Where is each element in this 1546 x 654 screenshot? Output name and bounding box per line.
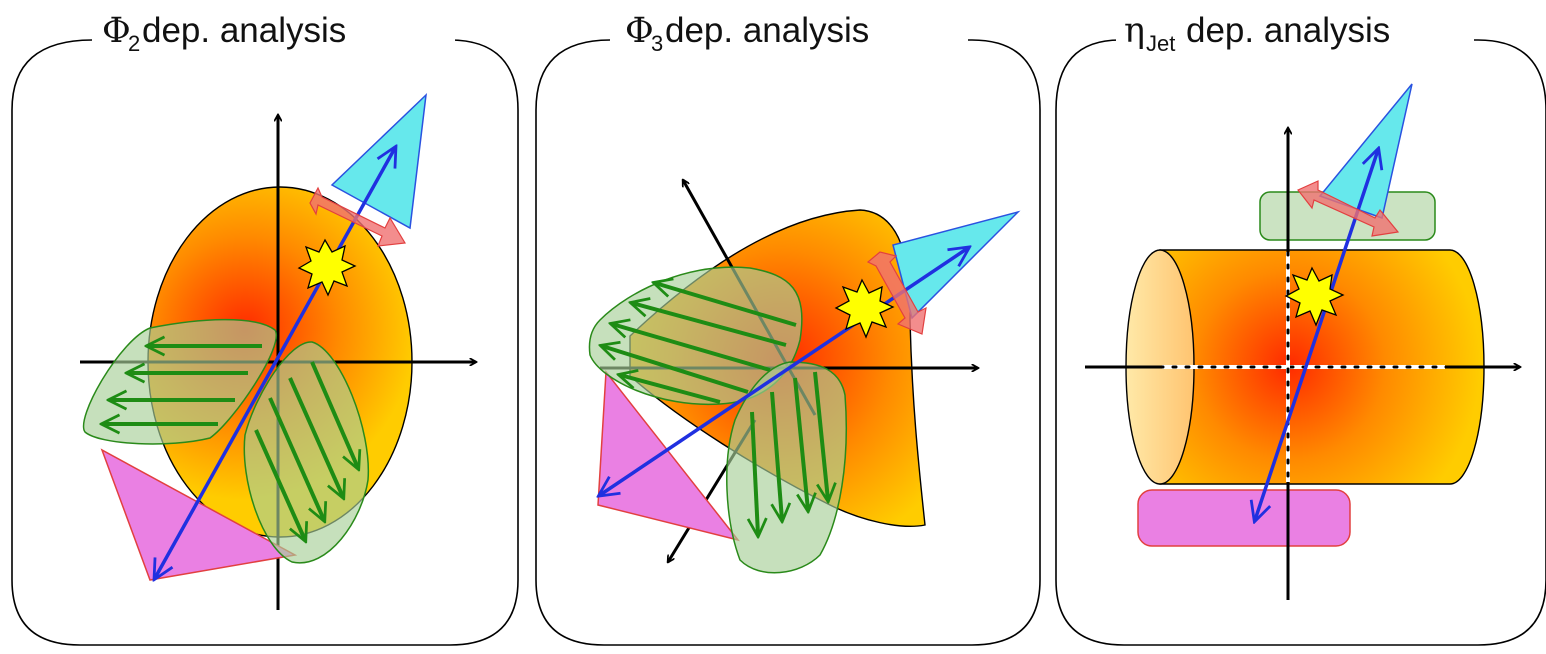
panel-frame	[1055, 39, 1546, 646]
panel-title-text: dep. analysis	[1186, 11, 1390, 50]
title-backdrop	[1116, 14, 1474, 62]
away-side-band	[1137, 489, 1351, 547]
double-headed-arrow-icon	[1297, 180, 1400, 237]
panel-phi3: Φ 3 dep. analysis	[535, 11, 1041, 646]
panel-title-subscript: 2	[128, 31, 140, 56]
panel-title-text: dep. analysis	[142, 11, 346, 50]
panel-title-subscript: 3	[651, 31, 663, 56]
title-backdrop	[95, 20, 455, 62]
panel-title-symbol: Φ	[625, 11, 654, 51]
panel-frame	[11, 39, 519, 646]
panel-title-symbol: η	[1124, 11, 1145, 51]
panel-title-subscript: Jet	[1146, 31, 1175, 56]
panel-phi2: Φ 2 dep. analysis	[11, 11, 519, 646]
title-backdrop	[612, 20, 967, 62]
panel-frame	[535, 39, 1041, 646]
collision-vertex-star-icon	[297, 238, 357, 297]
jet-cone-icon	[330, 93, 427, 230]
double-headed-arrow-icon	[309, 186, 406, 247]
panel-eta-jet: η Jet dep. analysis	[1055, 11, 1546, 646]
collision-vertex-star-icon	[1284, 266, 1345, 327]
panel-title-symbol: Φ	[102, 11, 131, 51]
double-headed-arrow-icon	[866, 251, 927, 335]
jet-axis-double-arrow	[600, 248, 968, 495]
panel-title-text: dep. analysis	[665, 11, 869, 50]
collision-vertex-star-icon	[834, 278, 895, 339]
